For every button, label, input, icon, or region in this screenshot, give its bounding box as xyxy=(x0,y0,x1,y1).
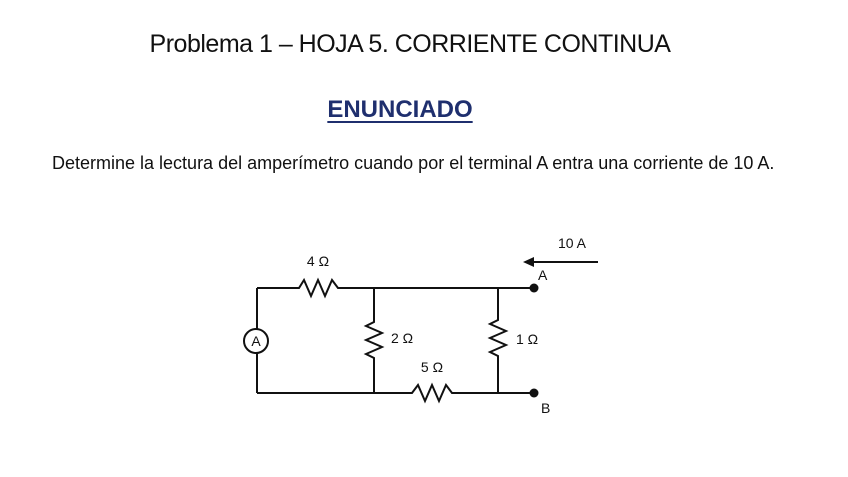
terminal-b-label: B xyxy=(541,400,550,416)
terminal-a-dot xyxy=(529,283,539,293)
terminal-a-label: A xyxy=(538,267,548,283)
resistor-5ohm-label: 5 Ω xyxy=(421,359,443,375)
resistor-4ohm-label: 4 Ω xyxy=(307,253,329,269)
current-label: 10 A xyxy=(558,235,587,251)
resistor-2ohm-icon xyxy=(363,288,385,393)
section-heading: ENUNCIADO xyxy=(0,96,800,124)
terminal-b-dot xyxy=(529,388,539,398)
resistor-5ohm-icon xyxy=(257,382,534,404)
resistor-1ohm-icon xyxy=(487,288,509,393)
page-title: Problema 1 – HOJA 5. CORRIENTE CONTINUA xyxy=(0,30,848,59)
arrow-head-icon xyxy=(523,257,534,267)
section-heading-text: ENUNCIADO xyxy=(327,96,473,123)
resistor-4ohm-icon xyxy=(257,277,534,299)
problem-statement: Determine la lectura del amperímetro cua… xyxy=(52,153,775,173)
page-title-text: Problema 1 – HOJA 5. CORRIENTE CONTINUA xyxy=(149,30,671,58)
ammeter-icon xyxy=(243,328,269,354)
ammeter-label: A xyxy=(251,333,261,349)
resistor-1ohm-label: 1 Ω xyxy=(516,331,538,347)
resistor-2ohm-label: 2 Ω xyxy=(391,330,413,346)
